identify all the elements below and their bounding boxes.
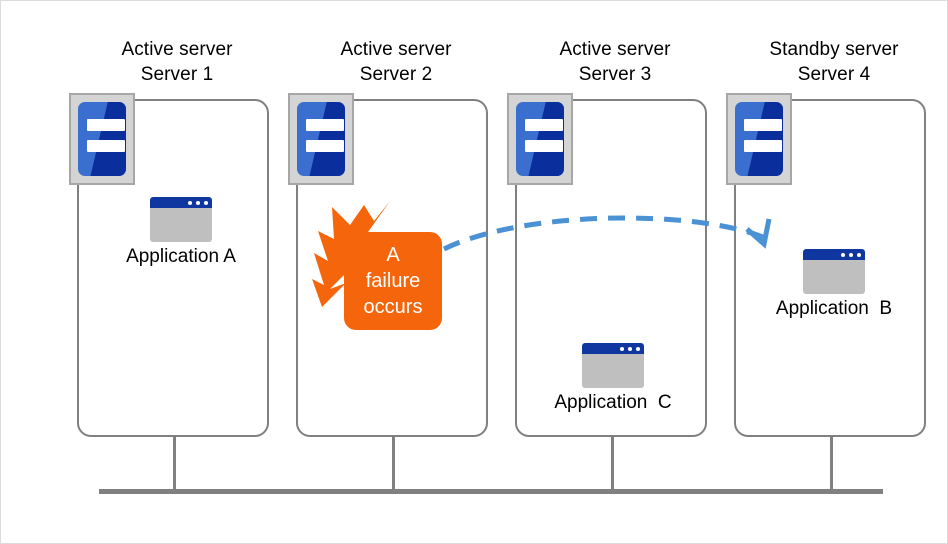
app-window-dot-2 (849, 252, 853, 257)
rack-icon-body (78, 102, 126, 176)
server-1-name: Server 1 (140, 64, 214, 85)
app-window-dot-1 (620, 346, 624, 351)
application-a-label: Application A (126, 246, 236, 267)
server-column-1: Active server Server 1 Application A (69, 37, 285, 491)
network-bus-line (99, 489, 883, 494)
server-2-bus-leg (392, 437, 395, 491)
server-2-title: Active server Server 2 (288, 37, 504, 87)
app-window-icon (803, 249, 865, 294)
rack-icon-shade (747, 102, 783, 176)
app-window-titlebar (582, 343, 644, 354)
server-3-name: Server 3 (578, 64, 652, 85)
server-2-name: Server 2 (359, 64, 433, 85)
application-c[interactable]: Application C (533, 343, 693, 414)
server-4-role: Standby server (769, 39, 899, 60)
server-1-bus-leg (173, 437, 176, 491)
server-rack-icon (507, 93, 573, 185)
server-3-bus-leg (611, 437, 614, 491)
server-column-3: Active server Server 3 Application C (507, 37, 723, 491)
application-c-label: Application C (554, 392, 672, 413)
application-a[interactable]: Application A (101, 197, 261, 268)
server-1-title: Active server Server 1 (69, 37, 285, 87)
app-window-icon (582, 343, 644, 388)
app-window-dot-3 (636, 346, 640, 351)
server-3-title: Active server Server 3 (507, 37, 723, 87)
server-column-4: Standby server Server 4 Application B (726, 37, 942, 491)
rack-icon-bar-1 (744, 119, 782, 131)
app-window-titlebar (803, 249, 865, 260)
app-window-dot-1 (188, 200, 192, 205)
application-b[interactable]: Application B (754, 249, 914, 320)
server-rack-icon (69, 93, 135, 185)
app-window-icon (150, 197, 212, 242)
application-b-label: Application B (775, 298, 893, 319)
failure-badge-line-1: A failure (365, 244, 421, 292)
server-1-role: Active server (121, 39, 233, 60)
app-window-dot-3 (204, 200, 208, 205)
rack-icon-bar-2 (306, 140, 344, 152)
rack-icon-body (735, 102, 783, 176)
rack-icon-bar-1 (87, 119, 125, 131)
rack-icon-body (516, 102, 564, 176)
rack-icon-bar-1 (306, 119, 344, 131)
server-rack-icon (288, 93, 354, 185)
rack-icon-bar-2 (87, 140, 125, 152)
rack-icon-body (297, 102, 345, 176)
rack-icon-bar-2 (744, 140, 782, 152)
server-4-name: Server 4 (797, 64, 871, 85)
server-column-2: Active server Server 2 A failure occurs (288, 37, 504, 491)
rack-icon-bar-1 (525, 119, 563, 131)
app-window-titlebar (150, 197, 212, 208)
server-4-bus-leg (830, 437, 833, 491)
server-4-title: Standby server Server 4 (726, 37, 942, 87)
server-rack-icon (726, 93, 792, 185)
app-window-dot-2 (628, 346, 632, 351)
app-window-dot-3 (857, 252, 861, 257)
app-window-dot-2 (196, 200, 200, 205)
rack-icon-shade (528, 102, 564, 176)
server-3-role: Active server (559, 39, 671, 60)
rack-icon-bar-2 (525, 140, 563, 152)
failure-badge[interactable]: A failure occurs (344, 232, 442, 330)
rack-icon-shade (90, 102, 126, 176)
failure-badge-line-2: occurs (363, 296, 423, 318)
server-2-role: Active server (340, 39, 452, 60)
app-window-dot-1 (841, 252, 845, 257)
rack-icon-shade (309, 102, 345, 176)
